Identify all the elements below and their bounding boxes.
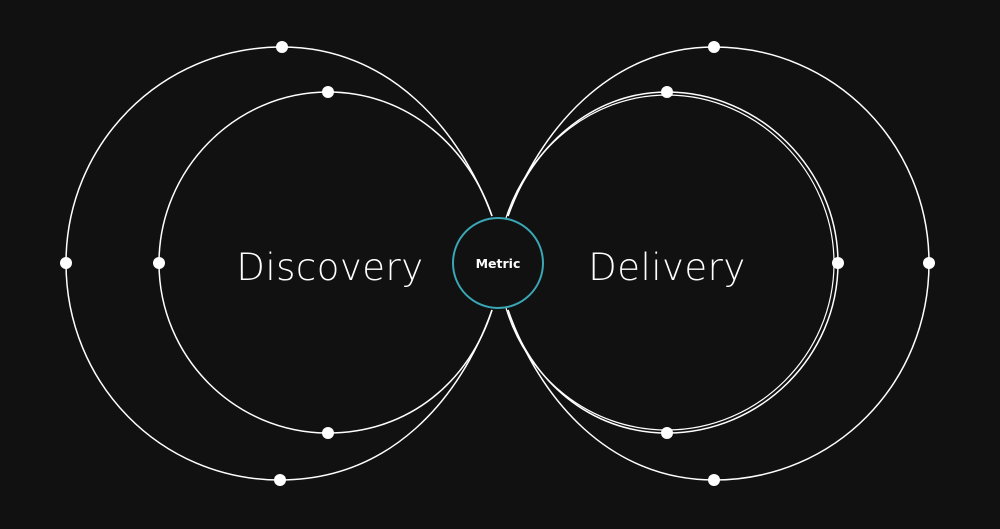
node-dot [923, 257, 935, 269]
node-dot [322, 427, 334, 439]
loop-nodes [60, 41, 935, 486]
node-dot [708, 41, 720, 53]
discovery-label: Discovery [236, 246, 423, 289]
node-dot [708, 474, 720, 486]
node-dot [276, 41, 288, 53]
node-dot [661, 427, 673, 439]
node-dot [60, 257, 72, 269]
node-dot [322, 86, 334, 98]
metric-hub-circle [452, 217, 544, 309]
node-dot [661, 86, 673, 98]
node-dot [832, 257, 844, 269]
delivery-label: Delivery [588, 246, 746, 289]
metric-label: Metric [476, 256, 521, 271]
node-dot [274, 474, 286, 486]
node-dot [153, 257, 165, 269]
